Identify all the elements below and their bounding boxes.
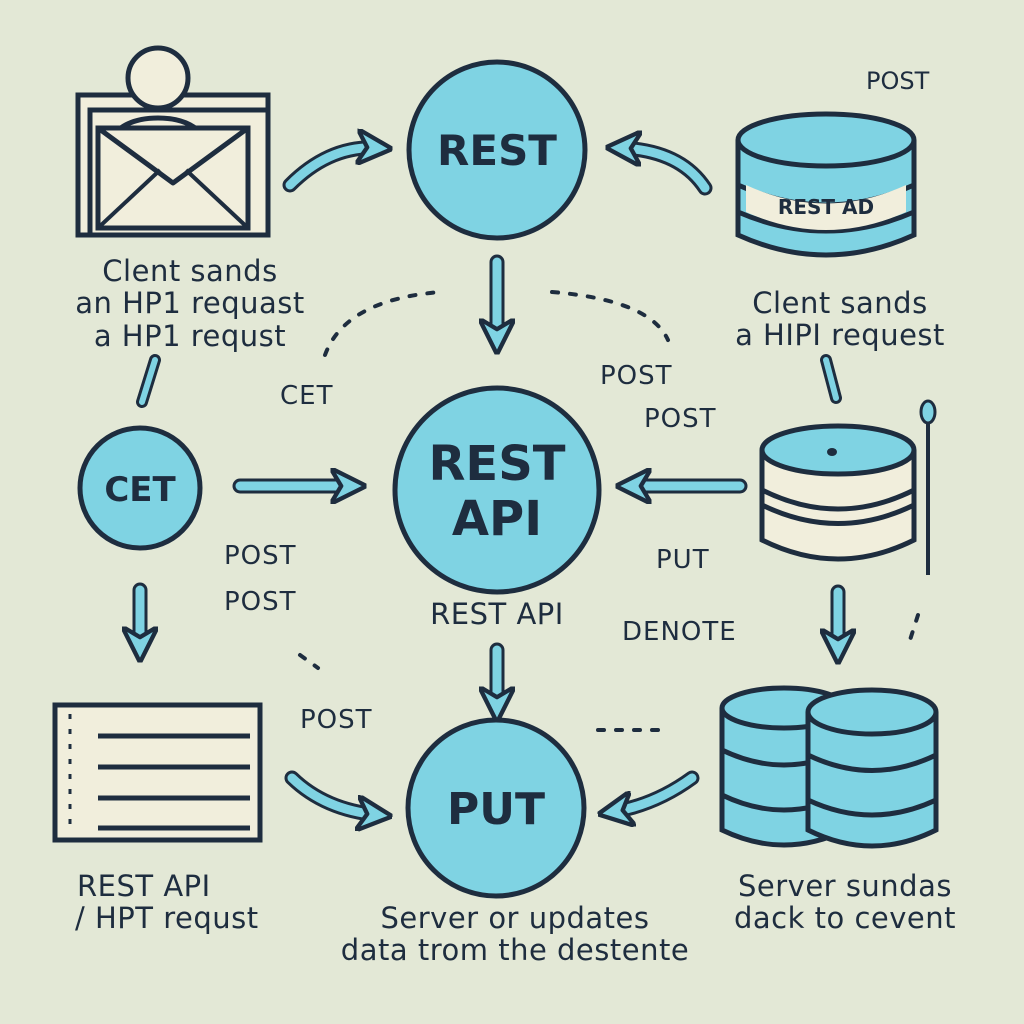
label-denote: DENOTE (622, 617, 737, 647)
caption-top-right-line2: a HIPI request (735, 318, 945, 353)
dotted-right-low (908, 613, 920, 642)
database-middle-icon (759, 423, 917, 562)
label-post-mid-right-2: POST (644, 404, 717, 434)
label-post-top-right: POST (866, 67, 930, 95)
tick-left (136, 354, 161, 408)
caption-top-left: Clent sands an HP1 requast a HP1 requst (40, 254, 340, 353)
db-top-label: REST AD (778, 195, 874, 219)
label-post-left-1: POST (224, 541, 297, 571)
caption-bottom-right-line2: dack to cevent (733, 901, 956, 936)
label-cet-mid-left: CET (280, 381, 334, 411)
node-put-bottom: PUT (405, 717, 587, 899)
caption-top-left-line2: an HP1 requast (75, 286, 305, 321)
arrow-client-to-rest (282, 148, 378, 193)
caption-bottom-right-line1: Server sundas (738, 869, 952, 903)
caption-bottom-right: Server sundas dack to cevent (700, 870, 990, 935)
database-top-icon: REST AD (735, 111, 917, 258)
tick-right (820, 354, 842, 404)
caption-top-right: Clent sands a HIPI request (695, 287, 985, 352)
caption-bottom-left: REST API / HPT requst (45, 870, 305, 935)
arrow-db-to-rest (620, 148, 713, 196)
node-rest-top-label: REST (437, 126, 557, 175)
label-post-bottom: POST (300, 705, 373, 735)
node-center-line1: REST (428, 436, 565, 492)
label-post-left-2: POST (224, 587, 297, 617)
caption-top-right-line1: Clent sands (752, 286, 928, 320)
document-list-icon (52, 702, 263, 843)
dotted-right-curve (550, 290, 670, 342)
node-cet-label: CET (104, 470, 176, 510)
caption-top-left-line1: Clent sands (102, 254, 278, 288)
node-cet-left: CET (77, 425, 203, 551)
arrow-list-to-put (284, 770, 378, 815)
arrow-db-to-put (612, 770, 700, 812)
caption-bottom-left-line2: / HPT requst (75, 901, 259, 936)
label-put-right: PUT (656, 545, 710, 575)
caption-bottom-center: Server or updates data trom the destente (330, 902, 700, 967)
pointer-stick-icon (919, 399, 937, 575)
node-rest-top: REST (406, 59, 588, 241)
caption-bottom-center-line1: Server or updates (380, 901, 650, 935)
caption-bottom-center-line2: data trom the destente (340, 933, 690, 968)
caption-bottom-left-line1: REST API (77, 869, 211, 903)
label-post-mid-right-1: POST (600, 361, 673, 391)
caption-center-below-text: REST API (430, 597, 564, 631)
caption-top-left-line3: a HP1 requst (93, 318, 287, 353)
database-bottom-icon (719, 685, 939, 849)
node-put-label: PUT (447, 784, 545, 835)
node-center-line2: API (452, 491, 542, 547)
caption-center-below: REST API (347, 597, 647, 631)
dotted-left-low (298, 653, 320, 670)
node-rest-api-center: REST API (392, 385, 602, 595)
client-envelope-icon (75, 45, 271, 238)
dotted-left-curve (323, 290, 442, 357)
